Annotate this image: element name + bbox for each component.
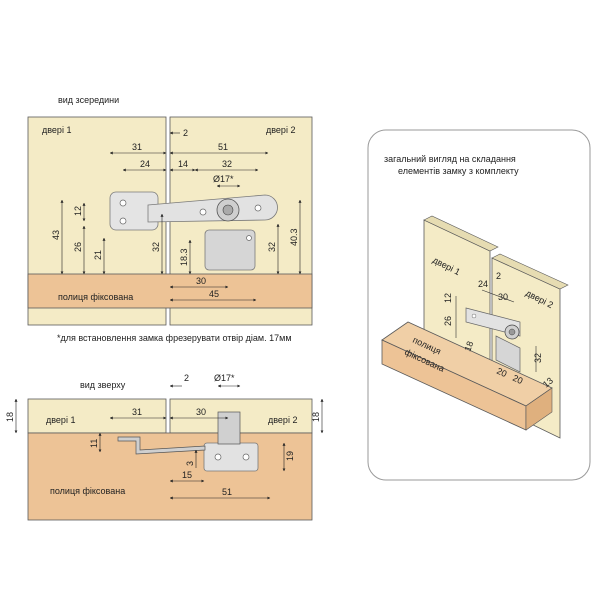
top-door1-label: двері 1 — [46, 415, 75, 425]
inside-shelf-label: полиця фіксована — [58, 292, 133, 302]
top-hook — [117, 436, 206, 455]
dim-line — [481, 289, 515, 303]
general-dim-13: 13 — [541, 375, 555, 389]
screw-hole-icon — [471, 313, 477, 319]
iso-keyhole-core-icon — [508, 328, 516, 336]
top-door2-label: двері 2 — [268, 415, 297, 425]
dim-diam-17: Ø17* — [213, 174, 234, 184]
general-dim-32: 32 — [533, 353, 543, 363]
top-dim-19: 19 — [285, 451, 295, 461]
screw-hole-icon — [199, 208, 207, 216]
dim-51: 51 — [218, 142, 228, 152]
top-dim-31: 31 — [132, 407, 142, 417]
dim-26: 26 — [73, 242, 83, 252]
dim-14: 14 — [178, 159, 188, 169]
top-dim-30: 30 — [196, 407, 206, 417]
top-door1-panel — [27, 398, 167, 434]
top-door2-panel — [169, 398, 313, 434]
screw-hole-icon — [242, 453, 250, 461]
top-shelf — [27, 432, 313, 521]
inside-door2-label: двері 2 — [266, 125, 295, 135]
dim-24: 24 — [140, 159, 150, 169]
general-dim-18: 18 — [462, 340, 475, 353]
top-dim-18-right: 18 — [311, 412, 321, 422]
top-lock-plate — [203, 442, 259, 472]
general-dim-2: 2 — [496, 271, 501, 281]
inside-shelf — [27, 273, 313, 309]
general-view-panel: загальний вигляд на складання елементів … — [367, 129, 591, 481]
iso-lock-bracket — [495, 335, 521, 373]
lock-arm — [147, 194, 278, 223]
top-shelf-label: полиця фіксована — [50, 486, 125, 496]
top-dim-15: 15 — [182, 470, 192, 480]
dim-31: 31 — [132, 142, 142, 152]
inside-door1-label: двері 1 — [42, 125, 71, 135]
general-dim-20b: 20 — [511, 373, 524, 386]
dim-32-right: 32 — [267, 242, 277, 252]
general-dim-24: 24 — [478, 279, 488, 289]
dim-32-left: 32 — [151, 242, 161, 252]
general-caption-line1: загальний вигляд на складання — [384, 154, 516, 164]
top-dim-diam-17: Ø17* — [214, 373, 235, 383]
screw-hole-icon — [246, 235, 252, 241]
top-dim-3: 3 — [185, 461, 195, 466]
top-view: вид зверху двері 1 двері 2 полиця фіксов… — [5, 373, 324, 521]
dim-30: 30 — [196, 276, 206, 286]
dim-21: 21 — [93, 250, 103, 260]
general-dim-30: 30 — [498, 292, 508, 302]
dim-18-3: 18.3 — [179, 248, 189, 266]
general-dim-20a: 20 — [495, 366, 508, 379]
top-dim-18-left: 18 — [5, 412, 15, 422]
general-dim-12: 12 — [443, 293, 453, 303]
lock-body — [204, 229, 256, 271]
top-dim-51: 51 — [222, 487, 232, 497]
screw-hole-icon — [119, 199, 127, 207]
dim-43: 43 — [51, 230, 61, 240]
inside-view-title: вид зсередини — [58, 95, 119, 105]
top-dim-11: 11 — [89, 439, 99, 448]
keyhole-icon — [222, 204, 234, 216]
top-view-title: вид зверху — [80, 380, 126, 390]
screw-hole-icon — [119, 217, 127, 225]
dim-2: 2 — [183, 128, 188, 138]
general-caption-line2: елементів замку з комплекту — [398, 166, 519, 176]
dim-12: 12 — [73, 206, 83, 216]
inside-view: вид зсередини двері 1 двері 2 полиця фік… — [27, 95, 313, 343]
dim-40-3: 40.3 — [289, 228, 299, 246]
iso-door2-edge — [491, 253, 569, 290]
screw-hole-icon — [254, 204, 262, 212]
top-dim-2: 2 — [184, 373, 189, 383]
dim-45: 45 — [209, 289, 219, 299]
iso-shelf-side — [525, 387, 553, 431]
top-lock-cylinder — [217, 411, 241, 445]
inside-view-note: *для встановлення замка фрезерувати отві… — [57, 333, 292, 343]
screw-hole-icon — [214, 453, 222, 461]
general-dim-26: 26 — [443, 316, 453, 326]
iso-door1-edge — [423, 215, 499, 252]
dim-32-top: 32 — [222, 159, 232, 169]
